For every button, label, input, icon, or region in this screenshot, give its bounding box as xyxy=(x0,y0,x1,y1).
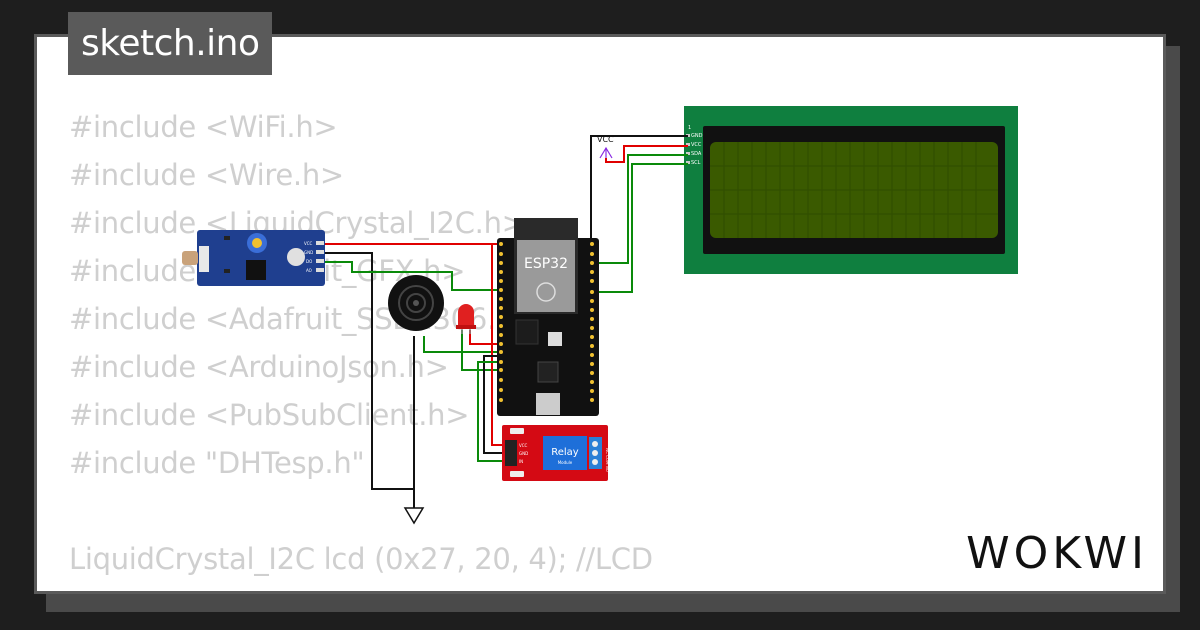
relay-terminal-label: NC COM NO xyxy=(605,448,610,472)
lcd-display[interactable]: 1 GND VCC SDA SCL xyxy=(684,106,1018,274)
esp32-board[interactable]: ESP32 xyxy=(497,218,599,416)
code-line: #include <PubSubClient.h> xyxy=(69,398,470,432)
lcd-pin-label: 1 xyxy=(688,125,691,131)
lcd-pin-label: VCC xyxy=(691,142,702,148)
code-line: LiquidCrystal_I2C lcd (0x27, 20, 4); //L… xyxy=(69,542,653,576)
wokwi-logo: WOKWI xyxy=(966,528,1148,579)
ground-symbol xyxy=(403,507,425,525)
ldr-pin-label: DO xyxy=(306,259,312,264)
red-led[interactable] xyxy=(456,304,476,334)
lcd-pin-label: SDA xyxy=(691,151,702,157)
ldr-pin-label: AO xyxy=(306,268,312,273)
esp32-label: ESP32 xyxy=(524,256,568,272)
code-line: #include <Wire.h> xyxy=(69,158,344,192)
relay-module[interactable]: Relay Module VCC GND IN NC COM NO xyxy=(502,425,610,481)
code-line: #include "DHTesp.h" xyxy=(69,446,365,480)
relay-label: Relay xyxy=(551,447,579,458)
lcd-pin-label: SCL xyxy=(691,160,701,166)
ldr-pin-label: GND xyxy=(304,250,313,255)
ldr-sensor-module[interactable]: VCC GND DO AO xyxy=(182,230,325,286)
code-line: fl xyxy=(69,589,653,591)
buzzer[interactable] xyxy=(388,275,444,331)
relay-pin-label: IN xyxy=(519,459,523,464)
relay-pin-label: VCC xyxy=(519,443,528,448)
file-name-tab: sketch.ino xyxy=(68,12,273,75)
code-line: #include <ArduinoJson.h> xyxy=(69,350,449,384)
relay-pin-label: GND xyxy=(519,451,528,456)
vcc-label: VCC xyxy=(597,135,614,144)
vcc-symbol: VCC xyxy=(597,135,614,159)
code-line: #include <WiFi.h> xyxy=(69,110,338,144)
ldr-pin-label: VCC xyxy=(304,241,313,246)
lcd-pin-label: GND xyxy=(691,133,703,139)
relay-sublabel: Module xyxy=(558,460,573,465)
